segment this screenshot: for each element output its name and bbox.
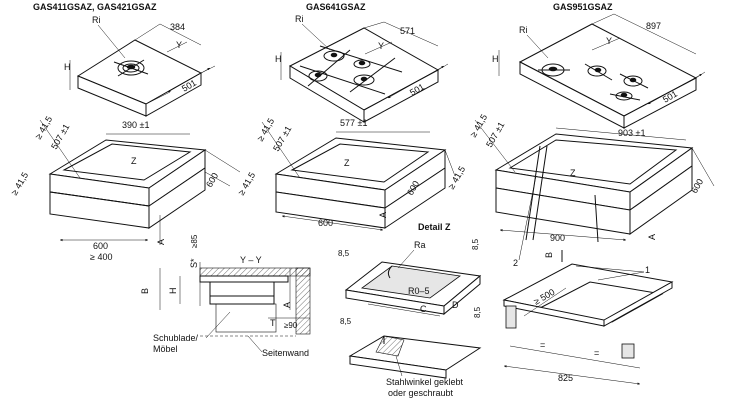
dim-middle-507: 507 ±1 — [271, 124, 293, 153]
label-h-right: H — [492, 54, 499, 64]
note-sidewall: Seitenwand — [262, 348, 309, 358]
model-title-right: GAS951GSAZ — [553, 2, 613, 12]
label-z-right: Z — [570, 168, 576, 178]
label-c: C — [420, 304, 427, 314]
dim-left-390: 390 ±1 — [122, 120, 149, 130]
note-steel-2: oder geschraubt — [388, 388, 454, 398]
label-z-left: Z — [131, 156, 137, 166]
dim-left-507: 507 ±1 — [49, 122, 71, 151]
dim-right-900: 900 — [550, 233, 565, 243]
label-2: 2 — [513, 258, 518, 268]
dim-s-85: ≥85 — [190, 234, 199, 248]
label-ri-left: Ri — [92, 15, 101, 25]
steel-angle-detail — [348, 335, 482, 379]
label-t-section: T — [270, 318, 276, 328]
dim-85-d: 8,5 — [340, 317, 352, 326]
label-y-y: Y – Y — [240, 255, 262, 265]
dim-85-a: 8,5 — [338, 249, 350, 258]
dim-right-41b: ≥ 41,5 — [446, 164, 467, 191]
label-ri-right: Ri — [519, 25, 528, 35]
section-y-y: Y – Y — [159, 255, 311, 337]
dim-right-897: 897 — [646, 21, 661, 31]
dim-middle-577: 577 ±1 — [340, 118, 367, 128]
note-drawer-2: Möbel — [153, 344, 178, 354]
label-ra: Ra — [414, 240, 426, 250]
middle-cabinet — [274, 137, 447, 229]
label-y-middle: Y — [378, 41, 384, 51]
right-assembly — [502, 250, 674, 359]
label-d: D — [452, 300, 459, 310]
dim-middle-41a: ≥ 41,5 — [255, 116, 276, 143]
note-drawer-1: Schublade/ — [153, 333, 199, 343]
label-h-section: H — [168, 288, 178, 295]
right-cabinet — [494, 133, 694, 243]
label-y-right: Y — [606, 36, 612, 46]
eq-right: = — [594, 348, 599, 358]
dim-left-400: ≥ 400 — [90, 252, 112, 262]
left-hob — [76, 39, 203, 117]
label-1: 1 — [645, 265, 650, 275]
label-a-left: A — [156, 239, 166, 245]
label-b-section: B — [140, 288, 150, 294]
dim-right-41a: ≥ 41,5 — [468, 112, 489, 139]
label-s-section: S* — [189, 258, 199, 268]
label-a-right: A — [647, 234, 657, 240]
dim-middle-600-bottom: 600 — [318, 218, 333, 228]
model-title-left: GAS411GSAZ, GAS421GSAZ — [33, 2, 157, 12]
label-y-left: Y — [176, 40, 182, 50]
eq-left: = — [540, 340, 545, 350]
label-detail-z: Detail Z — [418, 222, 451, 232]
dim-middle-41b: ≥ 41,5 — [236, 170, 257, 197]
label-r0-5: R0–5 — [408, 286, 430, 296]
dim-left-600-bottom: 600 — [93, 241, 108, 251]
label-h-middle: H — [275, 54, 282, 64]
dim-left-600-right: 600 — [204, 171, 220, 189]
dim-85-c: 8,5 — [473, 306, 482, 318]
label-z-middle: Z — [344, 158, 350, 168]
label-h-left: H — [64, 62, 71, 72]
detail-z: Detail Z — [344, 222, 482, 316]
dim-85-b: 8,5 — [471, 238, 480, 250]
dim-left-41a: ≥ 41,5 — [33, 114, 54, 141]
note-steel-1: Stahlwinkel geklebt — [386, 377, 464, 387]
label-ri-middle: Ri — [295, 14, 304, 24]
dim-left-384: 384 — [170, 22, 185, 32]
model-title-middle: GAS641GSAZ — [306, 2, 366, 12]
left-cabinet — [48, 139, 207, 229]
label-b-assembly: B — [544, 252, 554, 258]
dim-right-507: 507 ±1 — [484, 120, 506, 149]
dim-t-90: ≥90 — [284, 321, 298, 330]
dim-middle-571: 571 — [400, 26, 415, 36]
dim-825: 825 — [558, 373, 573, 383]
label-a-section: A — [282, 302, 292, 308]
dim-right-903: 903 ±1 — [618, 128, 645, 138]
label-a-middle: A — [378, 212, 388, 218]
middle-hob — [288, 27, 440, 123]
dim-left-41b: ≥ 41,5 — [9, 170, 30, 197]
